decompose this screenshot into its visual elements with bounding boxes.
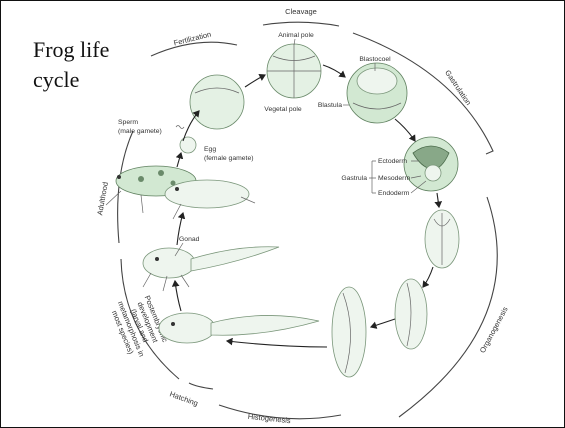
label-gonad: Gonad	[179, 236, 200, 243]
arrow-blastula-to-gastrula	[395, 119, 415, 141]
stage-hatching: Hatching	[168, 389, 199, 408]
label-blastula: Blastula	[318, 102, 342, 109]
gastrula-embryo	[404, 137, 458, 191]
stage-gastrulation: Gastrulation	[443, 68, 473, 107]
label-endoderm: Endoderm	[378, 190, 410, 197]
stage-cleavage: Cleavage	[285, 7, 317, 16]
tadpole	[159, 313, 319, 343]
arrow-neurula-to-tailbud	[423, 267, 433, 287]
blastula-embryo	[347, 63, 407, 123]
stage-fertilization: Fertilization	[173, 30, 212, 48]
elongated-embryo	[332, 287, 366, 377]
label-egg-line1: Egg	[204, 146, 216, 153]
label-egg-line2: (female gamete)	[204, 155, 254, 162]
tailbud-embryo	[395, 279, 427, 349]
arrow-adult-to-gametes	[177, 153, 181, 167]
stage-histogenesis: Histogenesis	[247, 412, 291, 425]
arrow-zygote-to-cleavage	[245, 75, 265, 87]
neurula-embryo	[425, 210, 459, 268]
fertilized-egg	[190, 75, 244, 129]
label-sperm-line1: Sperm	[118, 119, 138, 126]
sperm-cell	[176, 126, 184, 129]
arrow-embryo-to-tadpole	[227, 341, 327, 347]
label-gastrula: Gastrula	[341, 175, 367, 182]
stage-organogenesis: Organogenesis	[478, 305, 510, 354]
arrow-tailbud-to-elongated	[371, 319, 395, 327]
arrow-cleavage-to-blastula	[323, 65, 345, 77]
metamorphosing-tadpole	[143, 247, 279, 291]
arrow-gastrula-to-neurula	[437, 193, 439, 207]
cleavage-embryo	[267, 44, 321, 98]
label-vegetal-pole: Vegetal pole	[264, 106, 302, 113]
label-sperm-line2: (male gamete)	[118, 128, 162, 135]
egg-cell	[180, 137, 196, 153]
label-ectoderm: Ectoderm	[378, 158, 407, 165]
label-blastocoel: Blastocoel	[359, 56, 391, 63]
arrow-tadpole-to-froglet	[175, 281, 181, 311]
bracket-hatching	[189, 383, 213, 389]
label-mesoderm: Mesoderm	[378, 175, 410, 182]
label-animal-pole: Animal pole	[278, 32, 314, 39]
adult-frog-pair	[106, 166, 255, 219]
stage-adulthood: Adulthood	[95, 181, 110, 216]
bracket-cleavage	[263, 22, 339, 26]
bracket-fertilization	[151, 42, 237, 56]
